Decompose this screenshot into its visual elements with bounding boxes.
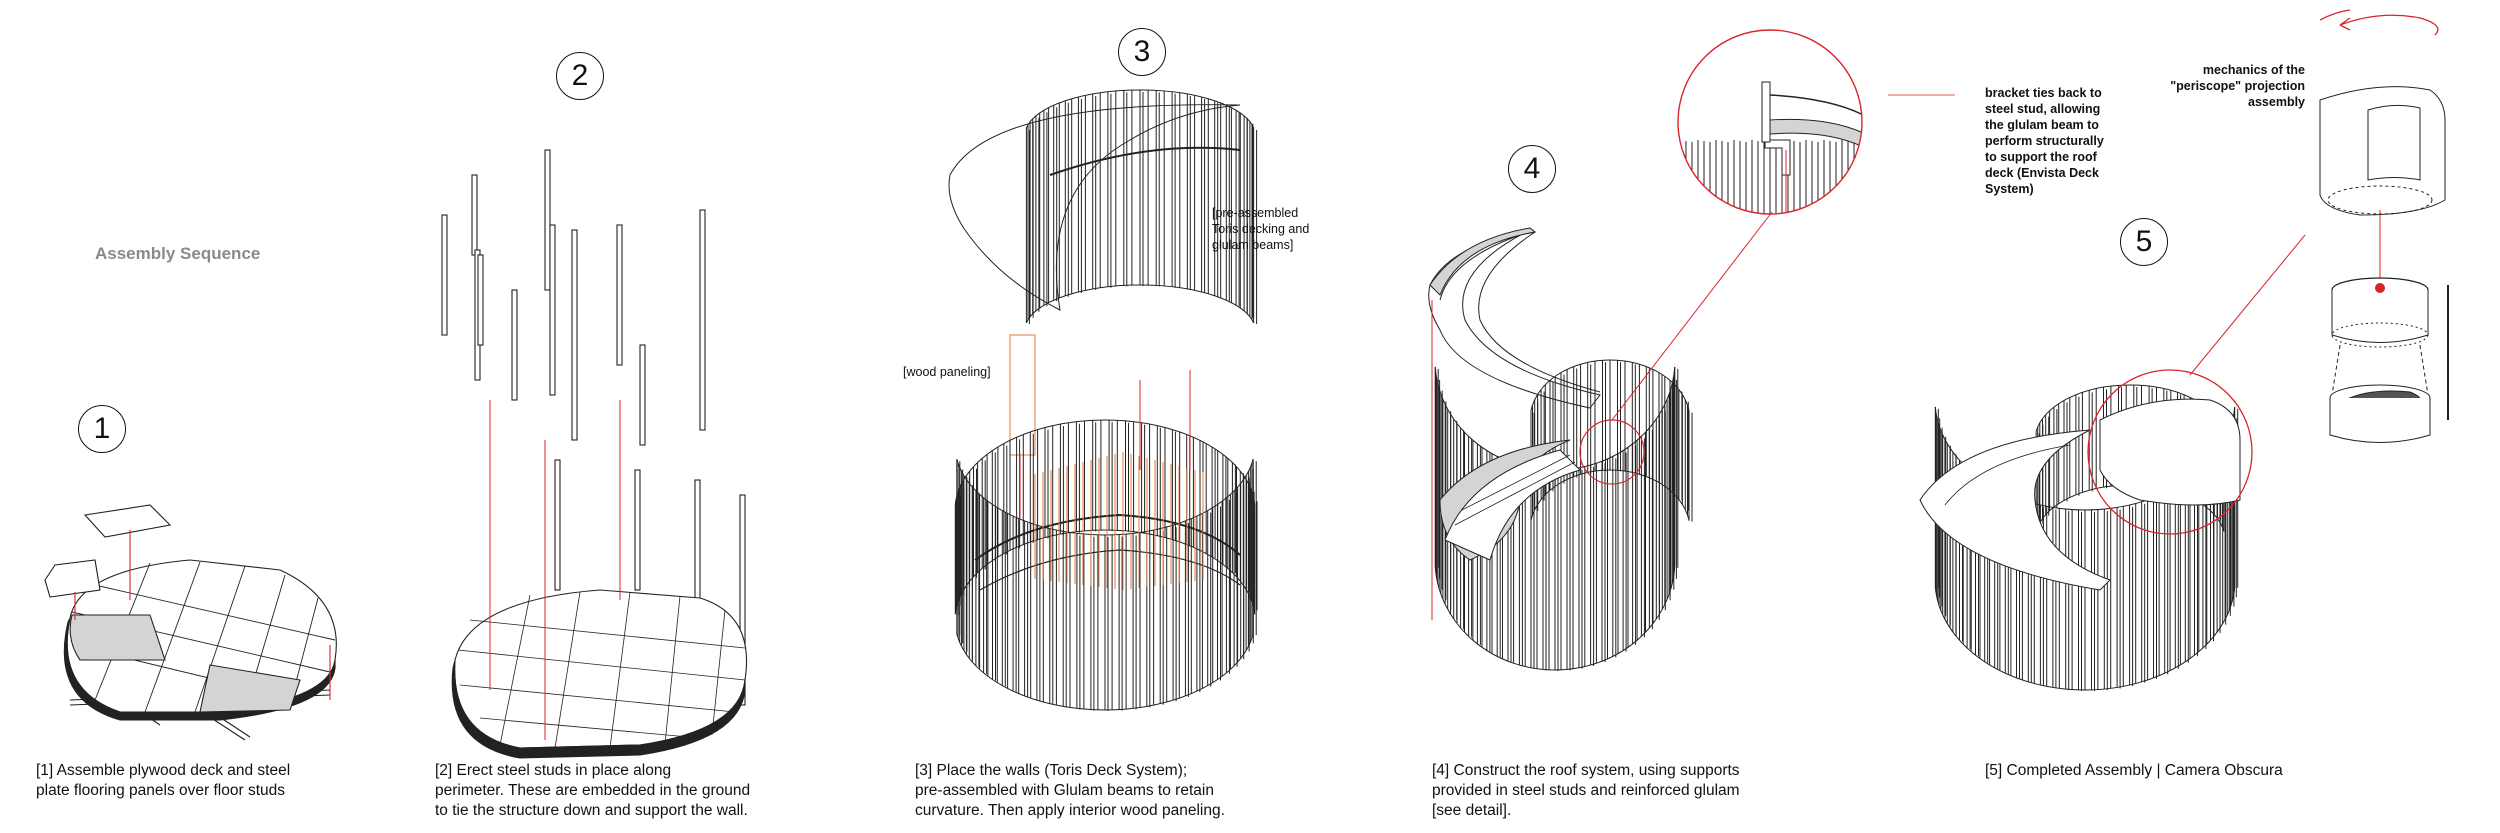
step4-roof: [1428, 29, 1863, 671]
steel-stud: [511, 289, 518, 401]
step3-exploded-roof-arc: [948, 104, 1241, 311]
step5-rotate-arrow: [2339, 14, 2439, 36]
step5-cone-right: [2419, 344, 2429, 396]
step5-turntable-hub: [2375, 283, 2385, 293]
wall-bottom-edge: [1434, 566, 1676, 671]
step4-exploded-roof-shell: [1428, 229, 1601, 409]
steel-stud: [544, 149, 551, 291]
step5-turntable-drum: [2331, 290, 2429, 343]
step3-caption: [3] Place the walls (Toris Deck System);…: [915, 762, 1225, 819]
page-title: Assembly Sequence: [95, 244, 261, 263]
step3-wood-paneling-interior: [1034, 452, 1204, 590]
wall-top-edge: [1025, 89, 1255, 129]
steel-stud: [571, 229, 578, 441]
step1-deck-underside: [63, 617, 336, 721]
steel-stud: [639, 344, 646, 446]
step5-caption: [5] Completed Assembly | Camera Obscura: [1985, 762, 2283, 779]
step1-exploded-panel-a: [83, 504, 172, 538]
step2-stud-group: [441, 149, 746, 706]
step3-red-leaders: [1019, 370, 1191, 520]
step5-number: 5: [2120, 218, 2168, 266]
wall-bottom-edge: [1025, 284, 1255, 324]
steel-stud: [441, 214, 448, 336]
step5-periscope-housing: [2099, 398, 2241, 506]
note-periscope: mechanics of the "periscope" projection …: [2170, 63, 2305, 109]
step3-exploded-wall-slats: [1025, 89, 1258, 324]
step3-exploded-paneling: [1009, 334, 1036, 456]
step4-walkway-lines: [1454, 454, 1576, 526]
step5-roof-deck: [1919, 429, 2111, 591]
step4-detail-callout-small: [1579, 419, 1645, 485]
step5-viewing-table-drum: [2329, 398, 2431, 443]
note-toris-decking: [pre-assembled Toris decking and glulam …: [1212, 206, 1310, 252]
step2-floor-plate: [454, 589, 748, 749]
step5-roof-shadow: [1944, 444, 2071, 506]
step1-number: 1: [78, 405, 126, 453]
wall-top-edge: [954, 419, 1256, 505]
steel-stud: [616, 224, 623, 366]
step2-steel-studs: [441, 149, 748, 759]
note-wood-paneling: [wood paneling]: [903, 365, 991, 379]
step4-number: 4: [1508, 145, 1556, 193]
step4-detail-bracket: [1764, 139, 1791, 176]
note-bracket-detail: bracket ties back to steel stud, allowin…: [1985, 86, 2104, 196]
step5-turntable-bottom: [2331, 322, 2429, 348]
wall-bottom-edge: [1934, 586, 2236, 691]
wall-bottom-edge: [954, 529, 1256, 615]
step3-walls: [948, 89, 1258, 711]
step1-steel-plate-a: [69, 614, 166, 661]
step5-rotate-arrow-b: [2319, 9, 2351, 21]
step3-base-wall-slats: [954, 419, 1258, 711]
step1-caption: [1] Assemble plywood deck and steel plat…: [36, 762, 291, 799]
step2-floor-grid: [457, 591, 746, 749]
step4-detail-post: [1761, 81, 1771, 143]
steel-stud: [477, 254, 484, 346]
step5-detail-callout: [2087, 369, 2253, 535]
step1-floor-deck: [44, 504, 337, 741]
steel-stud: [471, 174, 478, 256]
step1-exploded-panel-b: [44, 559, 101, 598]
steel-stud: [739, 494, 746, 706]
step5-cone-left: [2331, 344, 2341, 396]
step4-exploded-roof-top: [1429, 227, 1537, 296]
wall-bottom-edge: [1530, 469, 1690, 521]
step3-number: 3: [1118, 28, 1166, 76]
wall-top-edge: [956, 458, 1254, 536]
step4-detail-callout-large: [1677, 29, 1863, 215]
step4-detail-beam: [1769, 118, 1862, 167]
step4-detail-deck: [1769, 94, 1862, 136]
step1-steel-plate-b: [199, 664, 301, 713]
step4-detail-slats: [1679, 140, 1855, 214]
wall-top-edge: [1530, 359, 1690, 411]
step2-caption: [2] Erect steel studs in place along per…: [435, 762, 751, 819]
step3-glulam-beam: [1049, 146, 1241, 176]
step3-inner-glulam: [974, 513, 1241, 561]
step3-inner-glulam-b: [979, 549, 1241, 591]
step4-caption: [4] Construct the roof system, using sup…: [1432, 762, 1740, 819]
step4-exploded-roof-fill: [1439, 231, 1601, 393]
step5-detail-leader: [2189, 234, 2306, 376]
step2-number: 2: [556, 52, 604, 100]
wall-bottom-edge: [956, 633, 1254, 711]
steel-stud: [549, 224, 556, 396]
step2-floor-edge: [451, 659, 746, 759]
step2-red-leaders: [489, 400, 621, 740]
steel-stud: [699, 209, 706, 431]
steel-stud: [554, 459, 561, 591]
steel-stud: [634, 469, 641, 591]
step4-detail-leader: [1611, 211, 1773, 421]
step4-wall-slats: [1434, 359, 1693, 671]
step5-completed: [1919, 9, 2449, 691]
step5-periscope-mirror: [2367, 104, 2421, 181]
step4-detail-content: [1679, 81, 1862, 214]
